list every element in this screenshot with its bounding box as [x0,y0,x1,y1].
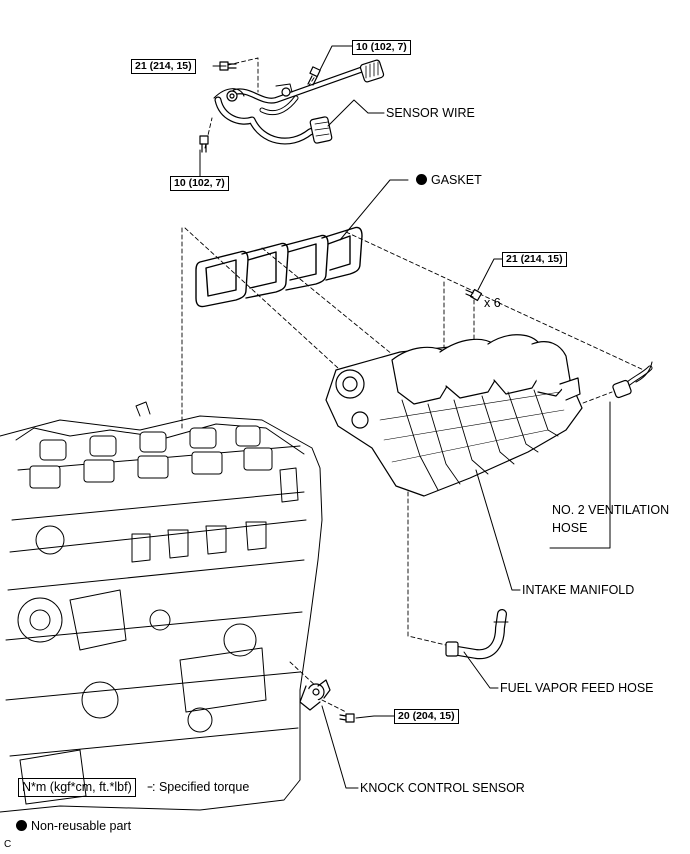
legend-torque-description: : Specified torque [152,780,250,794]
gasket-label: GASKET [416,173,482,188]
leader-lines [147,45,611,789]
corner-mark: C [4,839,12,850]
fuel-vapor-feed-hose-label: FUEL VAPOR FEED HOSE [500,681,654,695]
legend-torque-unit: N*m (kgf*cm, ft.*lbf) [18,778,136,797]
torque-spec-intake-manifold-bolt: 21 (214, 15) [502,252,567,267]
legend-non-reusable-text: Non-reusable part [31,819,132,833]
non-reusable-dot-icon [416,174,427,185]
fuel-vapor-feed-hose [445,609,509,660]
bolt-quantity-label: x 6 [484,296,501,310]
gasket-label-text: GASKET [431,173,482,187]
intake-manifold-label: INTAKE MANIFOLD [522,583,635,597]
torque-spec-knock-sensor-bolt: 20 (204, 15) [394,709,459,724]
torque-spec-sensor-wire-bolt-bottom: 10 (102, 7) [170,176,229,191]
torque-spec-sensor-wire-bolt-left: 21 (214, 15) [131,59,196,74]
intake-gasket [195,226,363,308]
sensor-wire-label: SENSOR WIRE [386,106,475,120]
torque-spec-sensor-wire-bolt-right: 10 (102, 7) [352,40,411,55]
no2-ventilation-hose-label-line1: NO. 2 VENTILATION [552,503,670,517]
manifold-bolt [465,288,483,302]
non-reusable-legend-dot-icon [16,820,27,831]
knock-control-sensor-label: KNOCK CONTROL SENSOR [360,781,525,795]
intake-manifold-drawing [325,334,583,497]
legend-non-reusable: Non-reusable part [16,819,131,834]
knock-control-sensor [299,679,355,723]
no2-ventilation-hose-label-line2: HOSE [552,521,588,535]
no2-ventilation-hose [612,361,653,399]
engine-block-drawing [0,401,323,813]
no2-ventilation-hose-label: NO. 2 VENTILATION HOSE [552,503,669,536]
sensor-wire-harness [213,59,385,145]
